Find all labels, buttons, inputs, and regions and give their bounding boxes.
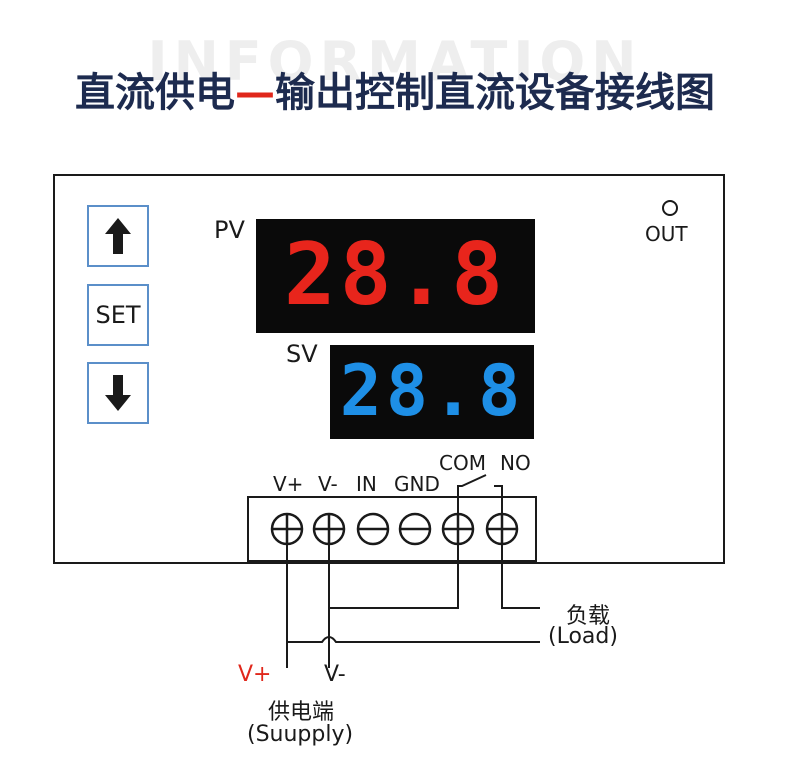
arrow-down-icon <box>105 375 131 411</box>
wire-no-to-load <box>501 544 540 609</box>
down-button[interactable] <box>87 362 149 424</box>
supply-vplus-label: V+ <box>238 662 272 687</box>
supply-vminus-label: V- <box>324 662 346 687</box>
terminal-screw-vplus <box>270 512 304 546</box>
arrow-up-icon <box>105 218 131 254</box>
sv-value: 28.8 <box>339 350 525 432</box>
sv-label: SV <box>286 340 318 368</box>
terminal-screw-vminus <box>312 512 346 546</box>
set-button[interactable]: SET <box>87 284 149 346</box>
title-dash: — <box>235 70 275 116</box>
pv-label: PV <box>214 216 245 244</box>
terminal-screw-com <box>441 512 475 546</box>
load-label-cn: 负载 <box>566 604 611 629</box>
terminal-screw-gnd <box>398 512 432 546</box>
terminal-label-gnd: GND <box>394 472 440 496</box>
set-button-label: SET <box>95 301 141 329</box>
terminal-screw-no <box>485 512 519 546</box>
watermark-text: INFORMATION <box>147 30 643 93</box>
relay-label-no: NO <box>500 451 531 475</box>
wire-vplus-to-load <box>287 636 540 643</box>
title-part-2: 输出控制直流设备接线图 <box>275 70 715 116</box>
page-title: 直流供电—输出控制直流设备接线图 <box>0 60 790 118</box>
terminal-label-in: IN <box>356 472 377 496</box>
supply-label-cn: 供电端 <box>268 700 335 725</box>
pv-value: 28.8 <box>283 225 508 325</box>
load-label-en: (Load) <box>548 624 618 649</box>
terminal-label-vminus: V- <box>318 472 338 496</box>
wire-com-to-vminus <box>329 544 459 609</box>
relay-switch-symbol <box>457 474 503 514</box>
title-part-1: 直流供电 <box>75 70 235 116</box>
pv-display: 28.8 <box>256 219 535 333</box>
relay-label-com: COM <box>439 451 486 475</box>
out-indicator-led <box>662 200 678 216</box>
terminal-screw-in <box>356 512 390 546</box>
supply-label-en: (Suupply) <box>247 722 354 747</box>
sv-display: 28.8 <box>330 345 534 439</box>
terminal-label-vplus: V+ <box>273 472 304 496</box>
out-label: OUT <box>645 222 688 246</box>
up-button[interactable] <box>87 205 149 267</box>
controller-panel <box>53 174 725 564</box>
